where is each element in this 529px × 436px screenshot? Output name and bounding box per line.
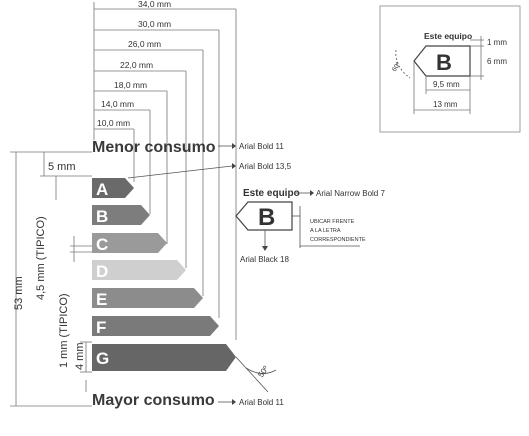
font-menor-label: Arial Bold 11 xyxy=(239,142,284,151)
bar-f-shape xyxy=(92,316,219,336)
bar-g-shape xyxy=(92,344,236,371)
dim-10: 10,0 mm xyxy=(97,118,130,128)
bar-b-letter: B xyxy=(96,207,108,226)
top-dimensions: 34,0 mm 30,0 mm 26,0 mm 22,0 mm 18,0 mm … xyxy=(93,0,237,340)
dim-30: 30,0 mm xyxy=(138,19,171,29)
bar-d-shape xyxy=(92,260,186,280)
bar-b-shape xyxy=(92,205,150,225)
dim-5mm: 5 mm xyxy=(48,161,76,173)
inset-1mm: 1 mm xyxy=(487,38,507,47)
inset-detail: Este equipo B 1 mm 6 mm 9,5 mm 13 mm 60º xyxy=(379,5,521,133)
dim-4-5mm: 4,5 mm (TIPICO) xyxy=(35,216,47,300)
bar-a-letter: A xyxy=(96,180,108,199)
bar-F: F xyxy=(92,316,219,337)
bar-e-letter: E xyxy=(96,290,107,309)
ubicar-line-2: A LA LETRA xyxy=(310,228,341,234)
inset-marker xyxy=(413,45,471,77)
dim-26: 26,0 mm xyxy=(128,39,161,49)
inset-letter: B xyxy=(436,50,452,75)
font-bar-label: Arial Bold 13,5 xyxy=(239,162,292,171)
bar-f-letter: F xyxy=(96,318,106,337)
dim-14: 14,0 mm xyxy=(101,99,134,109)
font-este-label: Arial Narrow Bold 7 xyxy=(316,189,385,198)
dim-4mm: 4 mm xyxy=(74,343,86,371)
mayor-consumo-label: Mayor consumo xyxy=(92,392,215,409)
menor-consumo-label: Menor consumo xyxy=(92,139,216,156)
dim-1mm: 1 mm (TIPICO) xyxy=(58,293,70,368)
angle-arc xyxy=(245,367,277,374)
bar-E: E xyxy=(92,288,203,309)
font-mayor-label: Arial Bold 11 xyxy=(239,398,284,407)
bar-c-letter: C xyxy=(96,235,108,254)
bar-G: G xyxy=(92,344,236,371)
inset-13mm: 13 mm xyxy=(433,100,458,109)
angle-line xyxy=(235,356,269,393)
inset-6mm: 6 mm xyxy=(487,57,507,66)
inset-9-5mm: 9,5 mm xyxy=(433,80,460,89)
inset-title: Este equipo xyxy=(424,31,472,41)
bar-c-shape xyxy=(92,233,167,253)
inset-angle-arc xyxy=(395,49,411,79)
ubicar-line-3: CORRESPONDIENTE xyxy=(310,237,366,243)
bar-B: B xyxy=(92,205,150,226)
este-equipo-label: Este equipo xyxy=(243,188,300,199)
angle-50: 50º xyxy=(256,364,270,379)
dim-53mm: 53 mm xyxy=(13,276,25,310)
font-arrow-label: Arial Black 18 xyxy=(240,255,289,264)
bar-g-letter: G xyxy=(96,349,109,368)
dim-34: 34,0 mm xyxy=(138,0,171,9)
ubicar-line-1: UBICAR FRENTE xyxy=(310,219,355,225)
bar-C: C xyxy=(92,233,167,254)
bar-A: A xyxy=(92,178,134,199)
side-dimensions: 5 mm 53 mm 4,5 mm (TIPICO) 1 mm (TIPICO)… xyxy=(10,151,92,407)
marker-letter: B xyxy=(258,204,275,231)
marker-arrow: B xyxy=(235,201,293,231)
bar-a-shape xyxy=(92,178,134,198)
dim-22: 22,0 mm xyxy=(120,60,153,70)
inset-angle: 60º xyxy=(391,61,403,73)
dim-18: 18,0 mm xyxy=(114,80,147,90)
bar-e-shape xyxy=(92,288,203,308)
bar-d-letter: D xyxy=(96,262,108,281)
bar-D: D xyxy=(92,260,186,281)
